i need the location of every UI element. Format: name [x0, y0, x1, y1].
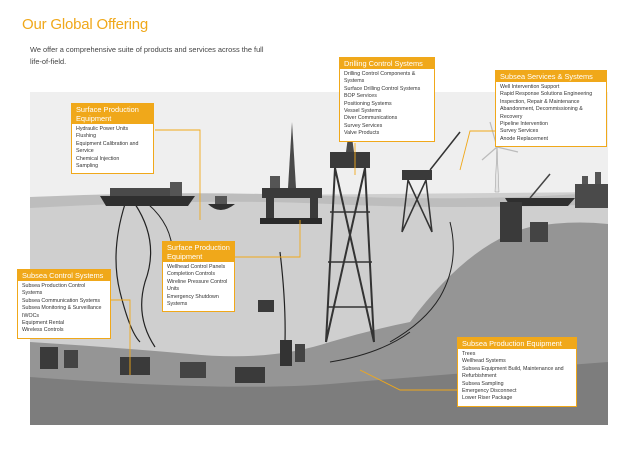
panel-list: Wellhead Control Panels Completion Contr… [163, 262, 234, 311]
subsea-equipment [40, 202, 548, 383]
panel-drilling-control-systems: Drilling Control Systems Drilling Contro… [339, 57, 435, 142]
list-item: Diver Communications [344, 115, 398, 122]
list-item: Pipeline Intervention [500, 121, 548, 128]
list-item: Trees [462, 351, 476, 357]
list-item: Survey Services [500, 128, 539, 135]
list-item: Subsea Communication Systems [22, 297, 101, 304]
fpso-vessel [100, 182, 195, 206]
jacket-platform [325, 122, 375, 343]
list-item: Emergency Shutdown Systems [167, 293, 219, 308]
list-item: IWOCs [22, 312, 40, 319]
list-item: Positioning Systems [344, 100, 392, 107]
list-item: Equipment Calibration and Service [76, 140, 139, 155]
installation-vessel [505, 173, 575, 206]
list-item: Subsea Production Control Systems [22, 283, 86, 297]
list-item: Hydraulic Power Units [76, 126, 129, 132]
riser-line [115, 203, 141, 343]
list-item: Wellhead Control Panels [167, 264, 226, 270]
panel-list: Trees Wellhead Systems Subsea Equipment … [458, 349, 576, 406]
list-item: Emergency Disconnect [462, 388, 517, 395]
list-item: Wellhead Systems [462, 358, 506, 365]
panel-surface-production-equipment-mid: Surface Production Equipment Wellhead Co… [162, 241, 235, 313]
shore-facility [575, 172, 608, 208]
list-item: Abandonment, Decommissioning & Recovery [500, 106, 583, 120]
panel-list: Hydraulic Power Units Flushing Equipment… [72, 124, 153, 173]
panel-title: Surface Production Equipment [72, 104, 153, 124]
panel-list: Drilling Control Components & Systems Su… [340, 69, 434, 141]
list-item: Survey Services [344, 122, 383, 129]
flowline [329, 331, 411, 363]
list-item: Wireless Controls [22, 327, 64, 334]
list-item: Rapid Response Solutions Engineering [500, 91, 593, 98]
list-item: Anode Replacement [500, 135, 548, 142]
list-item: Equipment Rental [22, 320, 65, 327]
list-item: Lower Riser Package [462, 395, 513, 402]
panel-list: Well Intervention Support Rapid Response… [496, 82, 606, 146]
panel-title: Subsea Production Equipment [458, 338, 576, 349]
panel-subsea-production-equipment: Subsea Production Equipment Trees Wellhe… [457, 337, 577, 407]
panel-subsea-services-systems: Subsea Services & Systems Well Intervent… [495, 70, 607, 148]
list-item: BOP Services [344, 93, 377, 100]
list-item: Vessel Systems [344, 108, 382, 115]
list-item: Subsea Sampling [462, 380, 504, 387]
list-item: Chemical Injection [76, 155, 120, 162]
page-title: Our Global Offering [22, 16, 148, 33]
list-item: Inspection, Repair & Maintenance [500, 98, 580, 105]
list-item: Completion Controls [167, 271, 215, 278]
panel-title: Subsea Services & Systems [496, 71, 606, 82]
list-item: Subsea Monitoring & Surveillance [22, 305, 102, 312]
list-item: Drilling Control Components & Systems [344, 71, 416, 85]
panel-title: Surface Production Equipment [163, 242, 234, 262]
tanker-vessel [208, 196, 235, 210]
list-item: Sampling [76, 163, 99, 170]
list-item: Subsea Equipment Build, Maintenance and … [462, 365, 564, 380]
panel-title: Subsea Control Systems [18, 270, 110, 281]
flowline [279, 251, 286, 343]
intro-text: We offer a comprehensive suite of produc… [30, 45, 264, 66]
flowline [389, 221, 454, 343]
panel-surface-production-equipment-top: Surface Production Equipment Hydraulic P… [71, 103, 154, 175]
panel-title: Drilling Control Systems [340, 58, 434, 69]
list-item: Surface Drilling Control Systems [344, 85, 421, 92]
list-item: Wireline Pressure Control Units [167, 278, 228, 293]
panel-list: Subsea Production Control Systems Subsea… [18, 281, 110, 338]
list-item: Well Intervention Support [500, 84, 560, 90]
riser-line [134, 203, 156, 348]
list-item: Flushing [76, 133, 97, 140]
construction-platform [401, 131, 461, 233]
list-item: Valve Products [344, 130, 380, 137]
panel-subsea-control-systems: Subsea Control Systems Subsea Production… [17, 269, 111, 339]
